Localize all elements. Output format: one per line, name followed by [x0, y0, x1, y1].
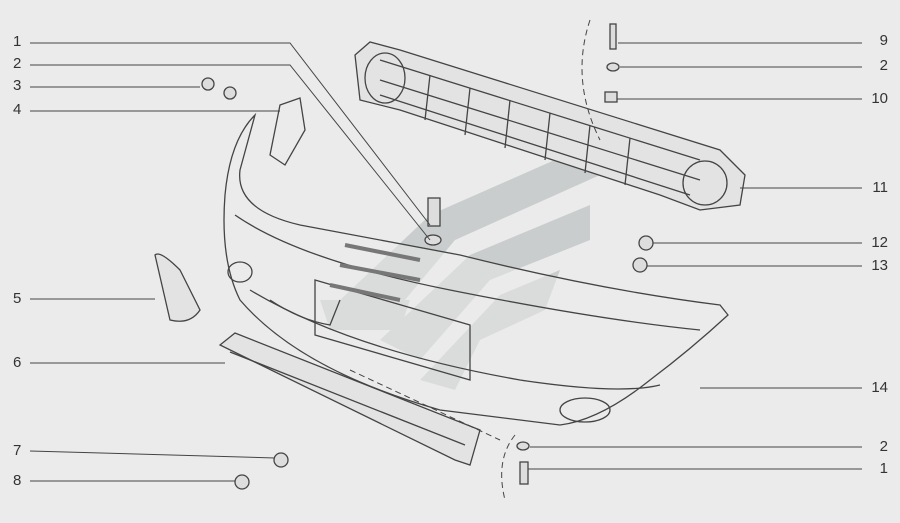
callout-14: 14	[871, 379, 888, 396]
callout-12: 12	[871, 234, 888, 251]
fasteners	[201, 23, 654, 490]
tow-hook-cap-part-5	[154, 253, 201, 322]
callout-5: 5	[13, 290, 22, 307]
callout-1-left: 1	[13, 33, 22, 50]
callout-8: 8	[13, 472, 22, 489]
callout-1-right: 1	[879, 460, 888, 477]
callout-10: 10	[871, 90, 888, 107]
callout-7: 7	[13, 442, 22, 459]
callout-13: 13	[871, 257, 888, 274]
callout-6: 6	[13, 354, 22, 371]
leader-lines	[29, 19, 862, 501]
callout-3: 3	[13, 77, 22, 94]
lower-grille-part-6	[218, 332, 481, 466]
bumper-cover-part-14	[223, 112, 729, 426]
callout-2-right-top: 2	[879, 57, 888, 74]
callout-4: 4	[13, 101, 22, 118]
bumper-reinforcement-part-11	[354, 41, 746, 211]
callout-11: 11	[872, 179, 888, 196]
callout-2-right-bottom: 2	[879, 438, 888, 455]
bracket-part-4	[269, 97, 306, 166]
callout-2-left: 2	[13, 55, 22, 72]
callout-9: 9	[879, 32, 888, 49]
license-plate-mount	[314, 243, 471, 381]
